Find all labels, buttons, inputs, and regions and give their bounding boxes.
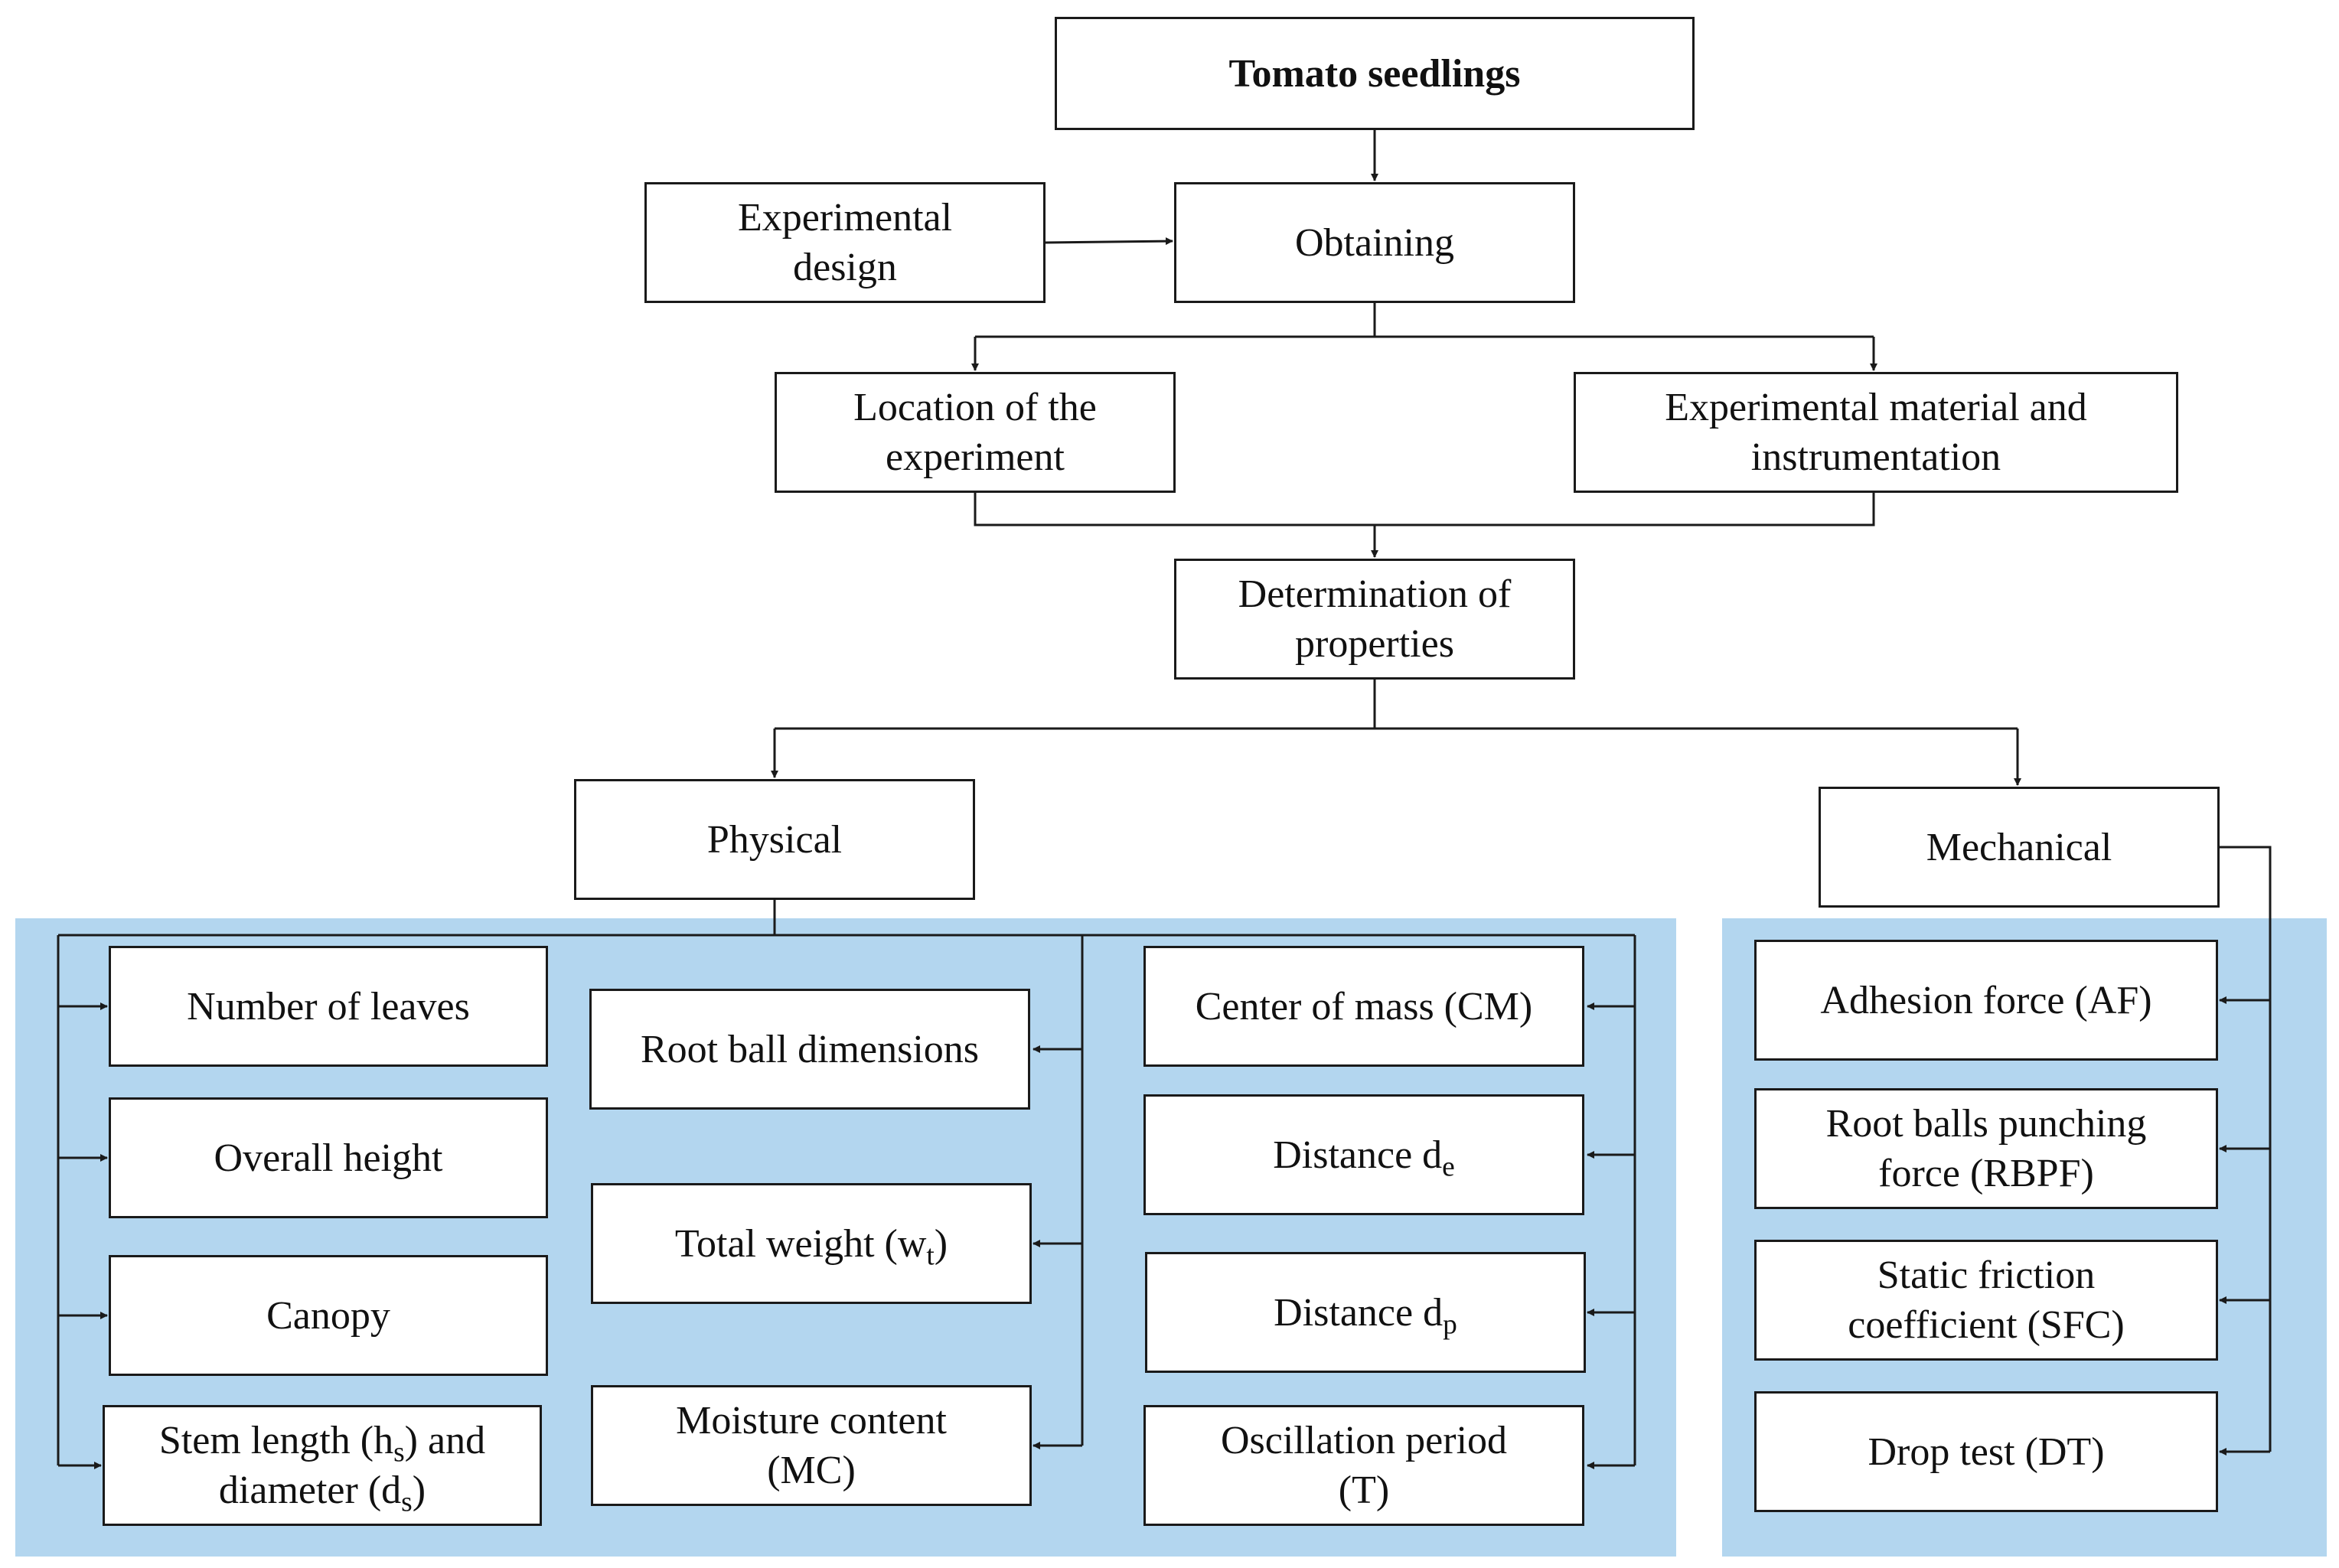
stem-line1: Stem length (hs) and bbox=[158, 1419, 486, 1469]
overall-height-box: Overall height bbox=[109, 1097, 548, 1218]
location-box: Location of the experiment bbox=[775, 372, 1176, 493]
location-line1: Location of the bbox=[853, 386, 1097, 429]
material-box: Experimental material and instrumentatio… bbox=[1574, 372, 2178, 493]
distance-de-box: Distance de bbox=[1143, 1094, 1584, 1215]
canopy-label: Canopy bbox=[266, 1293, 390, 1338]
mechanical-box: Mechanical bbox=[1819, 787, 2220, 908]
physical-box: Physical bbox=[574, 779, 975, 900]
canopy-box: Canopy bbox=[109, 1255, 548, 1376]
total-weight-label: Total weight (wt) bbox=[674, 1221, 948, 1271]
center-of-mass-box: Center of mass (CM) bbox=[1143, 946, 1584, 1067]
distance-dp-box: Distance dp bbox=[1145, 1252, 1586, 1373]
experimental-design-line2: design bbox=[793, 246, 897, 289]
edge-physical-bus bbox=[58, 900, 1635, 937]
number-of-leaves-box: Number of leaves bbox=[109, 946, 548, 1067]
determination-line1: Determination of bbox=[1238, 572, 1512, 616]
sfc-box: Static friction coefficient (SFC) bbox=[1754, 1240, 2218, 1361]
root-ball-dimensions-label: Root ball dimensions bbox=[641, 1027, 979, 1071]
mechanical-label: Mechanical bbox=[1926, 825, 2112, 869]
drop-test-label: Drop test (DT) bbox=[1868, 1429, 2105, 1474]
adhesion-force-label: Adhesion force (AF) bbox=[1820, 978, 2152, 1022]
stem-box: Stem length (hs) and diameter (ds) bbox=[103, 1405, 542, 1526]
overall-height-label: Overall height bbox=[214, 1136, 443, 1180]
rbpf-line2: force (RBPF) bbox=[1878, 1152, 2094, 1195]
number-of-leaves-label: Number of leaves bbox=[187, 984, 470, 1028]
sfc-line2: coefficient (SFC) bbox=[1848, 1303, 2125, 1347]
sfc-line1: Static friction bbox=[1877, 1253, 2096, 1297]
root-ball-dimensions-box: Root ball dimensions bbox=[589, 989, 1030, 1110]
edge-determination-stem bbox=[775, 680, 2018, 730]
material-line1: Experimental material and bbox=[1665, 386, 2087, 429]
distance-dp-label: Distance dp bbox=[1274, 1290, 1457, 1340]
stem-line2: diameter (ds) bbox=[218, 1469, 426, 1518]
location-line2: experiment bbox=[886, 435, 1065, 479]
obtaining-label: Obtaining bbox=[1295, 220, 1454, 265]
moisture-line2: (MC) bbox=[767, 1449, 856, 1492]
determination-box: Determination of properties bbox=[1174, 559, 1575, 680]
material-line2: instrumentation bbox=[1750, 435, 2001, 479]
determination-line2: properties bbox=[1295, 622, 1454, 666]
rbpf-line1: Root balls punching bbox=[1825, 1102, 2147, 1146]
obtaining-box: Obtaining bbox=[1174, 182, 1575, 303]
moisture-line1: Moisture content bbox=[676, 1399, 947, 1442]
tomato-seedlings-label: Tomato seedlings bbox=[1228, 51, 1521, 96]
edge-obtaining-stem bbox=[975, 303, 1874, 338]
center-of-mass-label: Center of mass (CM) bbox=[1195, 984, 1533, 1028]
physical-label: Physical bbox=[706, 817, 843, 862]
drop-test-box: Drop test (DT) bbox=[1754, 1391, 2218, 1512]
oscillation-line1: Oscillation period bbox=[1220, 1419, 1508, 1462]
edge-mechanical-out bbox=[2220, 846, 2272, 1452]
edge-design-to-obtaining bbox=[1045, 237, 1173, 246]
distance-de-label: Distance de bbox=[1273, 1133, 1455, 1182]
edge-location-material-join bbox=[974, 493, 1875, 526]
tomato-seedlings-box: Tomato seedlings bbox=[1055, 17, 1695, 130]
rbpf-box: Root balls punching force (RBPF) bbox=[1754, 1088, 2218, 1209]
experimental-design-box: Experimental design bbox=[644, 182, 1046, 303]
oscillation-period-box: Oscillation period (T) bbox=[1143, 1405, 1584, 1526]
adhesion-force-box: Adhesion force (AF) bbox=[1754, 940, 2218, 1061]
oscillation-line2: (T) bbox=[1338, 1469, 1390, 1512]
moisture-content-box: Moisture content (MC) bbox=[591, 1385, 1032, 1506]
total-weight-box: Total weight (wt) bbox=[591, 1183, 1032, 1304]
experimental-design-line1: Experimental bbox=[737, 196, 953, 240]
